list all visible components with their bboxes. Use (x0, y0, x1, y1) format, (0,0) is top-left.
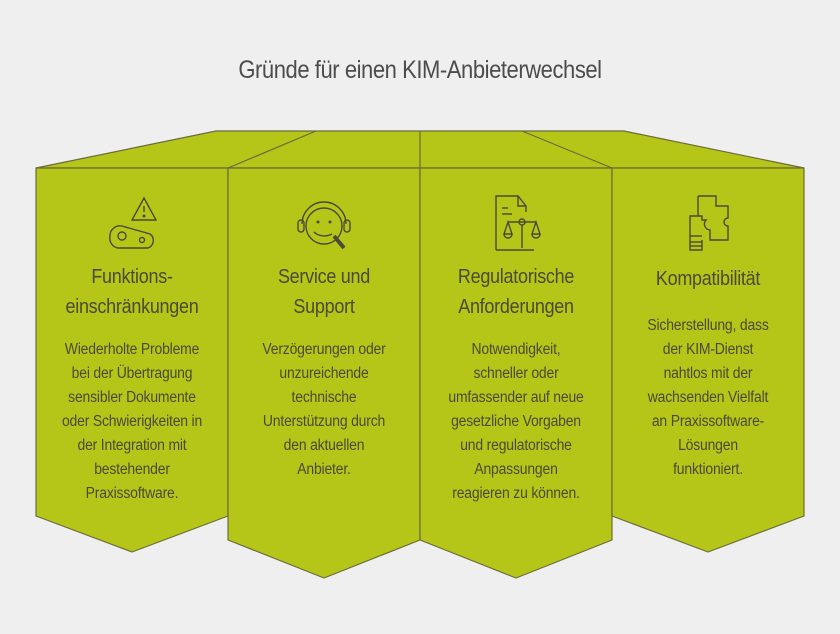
column-funktionseinschraenkungen: Funktions- einschränkungen Wiederholte P… (36, 190, 228, 506)
column-regulatorische-anforderungen: Regulatorische Anforderungen Notwendigke… (420, 190, 612, 506)
column-heading: Funktions- einschränkungen (65, 266, 199, 318)
column-service-support: Service und Support Verzögerungen oder u… (228, 190, 420, 482)
headset-support-icon (297, 201, 351, 250)
column-2-shape (227, 167, 421, 579)
column-description: Wiederholte Probleme bei der Übertragung… (61, 341, 203, 502)
puzzle-icon (689, 195, 729, 251)
warning-chain-icon (109, 196, 158, 249)
column-1-shape (35, 167, 229, 553)
column-description: Notwendigkeit, schneller oder umfassende… (448, 341, 584, 502)
column-description: Sicherstellung, dass der KIM-Dienst naht… (647, 317, 769, 478)
column-heading: Regulatorische Anforderungen (457, 266, 575, 318)
page-title: Gründe für einen KIM-Anbieterwechsel (238, 56, 602, 84)
column-3-shape (419, 167, 613, 579)
column-heading: Service und Support (277, 266, 371, 318)
document-scales-icon (495, 195, 541, 251)
column-4-shape (611, 167, 805, 553)
column-kompatibilitaet: Kompatibilität Sicherstellung, dass der … (612, 190, 804, 482)
column-heading: Kompatibilität (655, 268, 761, 290)
column-description: Verzögerungen oder unzureichende technis… (262, 341, 386, 478)
